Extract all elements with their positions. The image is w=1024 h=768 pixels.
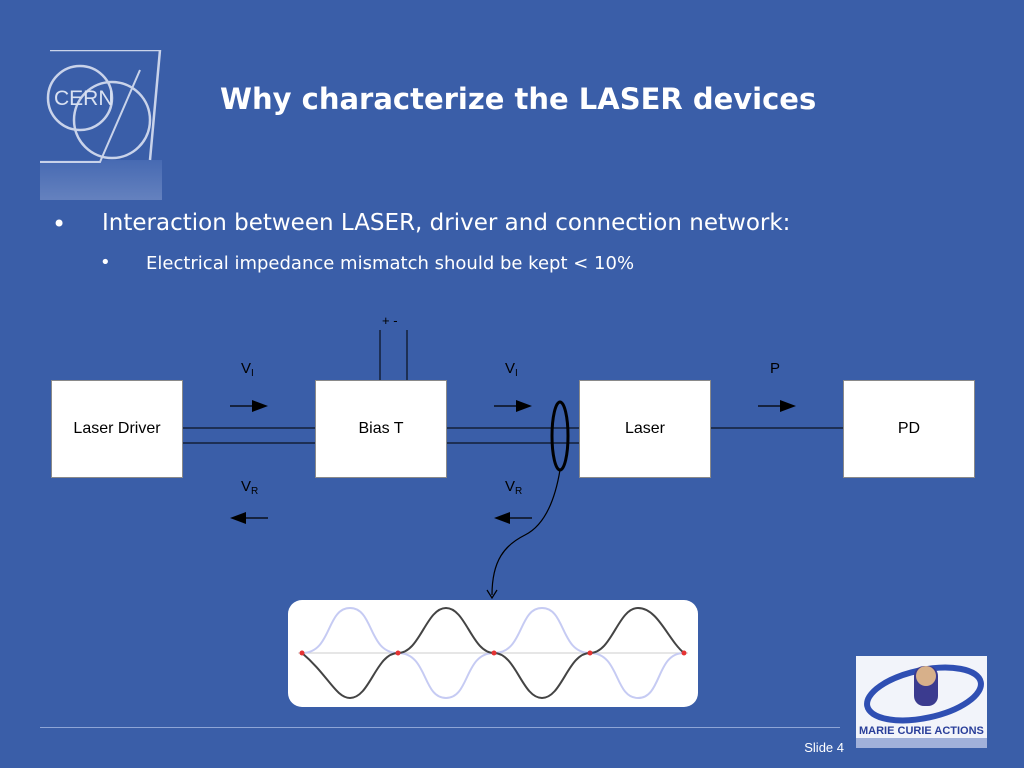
marie-curie-actions-logo: MARIE CURIE ACTIONS (856, 656, 987, 748)
reflected-signal-label: VR (241, 478, 259, 497)
marie-curie-logo-text: MARIE CURIE ACTIONS (859, 725, 984, 737)
sub-bullet-marker: • (100, 252, 111, 273)
bullet-marker: • (52, 210, 67, 238)
footer-divider (40, 727, 840, 728)
sub-bullet-text: Electrical impedance mismatch should be … (146, 253, 635, 274)
slide-title: Why characterize the LASER devices (220, 82, 817, 116)
forward-signal-label: VI (241, 360, 254, 379)
bullet-text: Interaction between LASER, driver and co… (102, 210, 791, 236)
bias-t-block: Bias T (315, 380, 447, 478)
probe-point-ellipse (550, 400, 570, 472)
cern-logo-text: CERN (54, 87, 114, 110)
forward-signal-label: VI (505, 360, 518, 379)
wave-node-dot (681, 650, 687, 656)
bias-terminals-label: + - (382, 313, 398, 328)
wave-node-dot (299, 650, 305, 656)
forward-arrow (230, 400, 268, 412)
wave-node-dot (491, 650, 497, 656)
forward-arrow (494, 400, 532, 412)
laser-block: Laser (579, 380, 711, 478)
probe-lead (491, 469, 561, 596)
reflected-arrow (494, 512, 532, 524)
wave-node-dot (587, 650, 593, 656)
optical-power-label: P (770, 360, 781, 377)
cern-logo: CERN (40, 48, 162, 200)
slide-number: Slide 4 (804, 740, 844, 755)
laser-driver-block: Laser Driver (51, 380, 183, 478)
reflected-arrow (230, 512, 268, 524)
standing-wave-panel (288, 600, 698, 707)
probe-arrowhead (486, 589, 498, 600)
reflected-signal-label: VR (505, 478, 523, 497)
forward-arrow (758, 400, 796, 412)
standing-wave-graphic (298, 606, 688, 700)
pd-block: PD (843, 380, 975, 478)
wave-node-dot (395, 650, 401, 656)
